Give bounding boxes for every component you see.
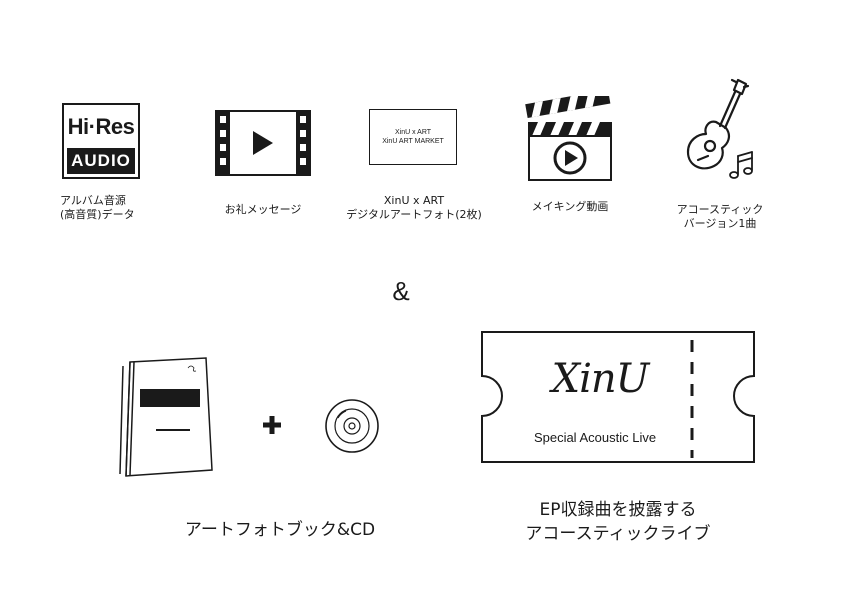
hires-badge-bottom: AUDIO — [67, 148, 135, 174]
item-label-making-video: メイキング動画 — [531, 200, 609, 213]
item-label-digital-art: XinU x ART デジタルアートフォト(2枚) — [346, 194, 482, 221]
art-photo-card: XinU x ART XinU ART MARKET — [369, 109, 457, 165]
hires-badge-top: Hi·Res — [67, 114, 135, 139]
ticket-signature: XinU — [551, 356, 650, 402]
item-label-thanks-message: お礼メッセージ — [224, 203, 302, 216]
ampersand-sign: & — [392, 276, 410, 306]
art-card-line2: XinU ART MARKET — [382, 138, 444, 145]
bundle-label-photobook-cd: アートフォトブック&CD — [184, 520, 376, 540]
guitar-music-icon — [686, 78, 753, 179]
item-label-acoustic-version: アコースティック バージョン1曲 — [676, 203, 764, 230]
cd-disc-icon — [325, 399, 379, 453]
ticket-subtitle: Special Acoustic Live — [533, 430, 657, 445]
hires-audio-badge: Hi·Res AUDIO — [62, 103, 140, 179]
art-card-line1: XinU x ART — [394, 129, 432, 136]
plus-icon — [263, 416, 281, 434]
photo-book-icon — [119, 357, 213, 477]
ticket-label-acoustic-live: EP収録曲を披露する アコースティックライブ — [525, 500, 711, 544]
live-ticket — [481, 331, 755, 463]
film-play-icon — [215, 110, 311, 176]
item-label-album-audio: アルバム音源 (高音質)データ — [60, 194, 135, 221]
clapperboard-icon — [525, 96, 612, 181]
